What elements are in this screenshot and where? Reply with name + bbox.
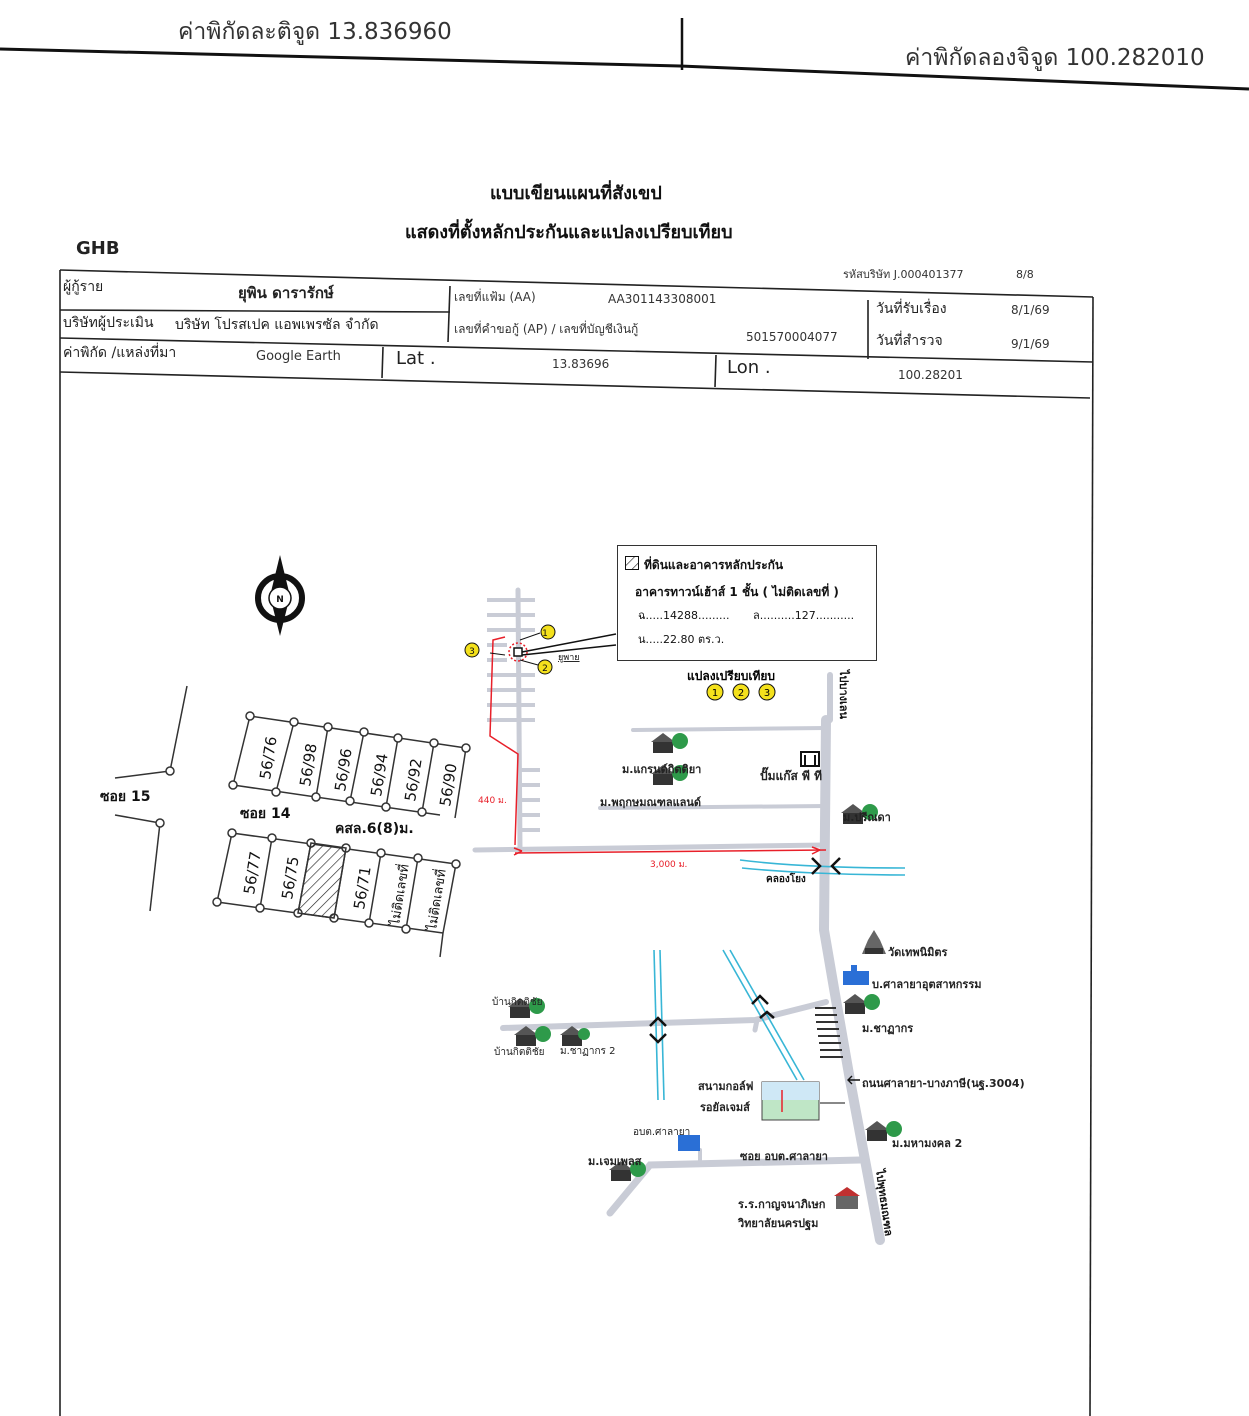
coord-source: Google Earth [256, 349, 341, 364]
ghb-logo: GHB [76, 238, 120, 259]
loan-number: 501570004077 [746, 330, 838, 344]
ksl-road-label: คสล.6(8)ม. [335, 821, 414, 837]
plot-56-92: 56/92 [401, 757, 426, 803]
north-label: N [276, 595, 284, 605]
plot-56-71: 56/71 [350, 865, 375, 911]
plot-56-98: 56/98 [296, 742, 321, 788]
golf-label-1: สนามกอล์ฟ [698, 1080, 754, 1093]
plot-56-94: 56/94 [367, 752, 392, 798]
received-date: 8/1/69 [1011, 303, 1050, 317]
survey-date: 9/1/69 [1011, 337, 1050, 351]
village-pruksa: ม.พฤกษมณฑลแลนด์ [600, 796, 702, 809]
lon-value: 100.28201 [898, 368, 963, 382]
lon-key: Lon . [727, 357, 771, 378]
to-banglen-label: ไปบางเลน [837, 668, 851, 720]
file-no-label: เลขที่แฟ้ม (AA) [454, 290, 536, 304]
village-grand-kittiya: ม.แกรนด์กิตติยา [622, 763, 702, 776]
salaya-bangphasi-road: ถนนศาลายา-บางภาษี(นฐ.3004) [862, 1077, 1025, 1090]
golf-label-2: รอยัลเจมส์ [700, 1101, 750, 1114]
north-arrow-icon: N [255, 555, 305, 636]
borrower-name: ยุพิน ดารารักษ์ [238, 284, 334, 302]
collateral-legend: ที่ดินและอาคารหลักประกัน อาคารทาวน์เฮ้าส… [617, 545, 877, 661]
site-label: ยูพาย [558, 653, 580, 663]
site-marker [513, 647, 523, 657]
marker-1: 1 [542, 629, 548, 639]
village-preecha: ม.ปรีณดา [843, 811, 891, 824]
marker-3: 3 [469, 647, 475, 657]
salaya-industrial: บ.ศาลายาอุตสาหกรรม [872, 978, 982, 991]
soi-obt-salaya: ซอย อบต.ศาลายา [740, 1150, 828, 1163]
title-line-2: แสดงที่ตั้งหลักประกันและแปลงเปรียบเทียบ [405, 222, 733, 243]
plot-56-77: 56/77 [240, 850, 265, 896]
plot-56-96: 56/96 [331, 747, 356, 793]
landmark-icons [508, 733, 902, 1209]
lat-value: 13.83696 [552, 357, 610, 371]
marker-2: 2 [542, 664, 548, 674]
soi-14-label: ซอย 14 [240, 806, 291, 822]
header-latitude: ค่าพิกัดละติจูด 13.836960 [178, 19, 452, 45]
legend-deed: ฉ.....14288......... [638, 609, 730, 622]
collateral-plot [297, 842, 347, 919]
plot-56-75: 56/75 [278, 855, 303, 901]
coord-source-label: ค่าพิกัด /แหล่งที่มา [63, 345, 177, 361]
received-label: วันที่รับเรื่อง [876, 301, 947, 317]
lat-key: Lat . [396, 348, 436, 369]
soi-15-label: ซอย 15 [100, 789, 150, 805]
legend-marker-2: 2 [738, 688, 744, 699]
comparables-label: แปลงเปรียบเทียบ [687, 669, 775, 683]
title-line-1: แบบเขียนแผนที่สังเขป [490, 183, 662, 204]
header-lines [0, 18, 1249, 91]
baan-kittichai-2: บ้านกิตติชัย [494, 1047, 545, 1058]
borrower-label: ผู้กู้ราย [63, 279, 104, 295]
school-label-2: วิทยาลัยนครปฐม [738, 1217, 819, 1230]
canal-label: คลองโยง [766, 872, 806, 885]
route-440-label: 440 ม. [478, 796, 507, 806]
header-longitude: ค่าพิกัดลองจิจูด 100.282010 [905, 45, 1205, 71]
company-code: รหัสบริษัท J.000401377 [843, 268, 964, 281]
survey-label: วันที่สำรวจ [876, 333, 943, 349]
legend-collateral: ที่ดินและอาคารหลักประกัน [644, 558, 784, 572]
appraiser-name: บริษัท โปรสเปค แอพเพรซัล จำกัด [175, 317, 379, 333]
legend-building: อาคารทาวน์เฮ้าส์ 1 ชั้น ( ไม่ติดเลขที่ ) [635, 585, 839, 599]
village-james-place: ม.เจมเพลส [588, 1155, 642, 1168]
page-number: 8/8 [1016, 268, 1034, 281]
appraiser-label: บริษัทผู้ประเมิน [63, 315, 154, 331]
baan-kittichai-1: บ้านกิตติชัย [492, 997, 543, 1008]
legend-marker-1: 1 [712, 688, 718, 699]
plot-56-76: 56/76 [256, 735, 281, 781]
legend-land-no: ล..........127........... [753, 609, 855, 622]
school-label-1: ร.ร.กาญจนาภิเษก [738, 1198, 826, 1211]
comparable-markers-site [464, 624, 556, 675]
loan-label: เลขที่คำขอกู้ (AP) / เลขที่บัญชีเงินกู้ [454, 322, 639, 336]
legend-marker-3: 3 [764, 688, 770, 699]
route-3000-label: 3,000 ม. [650, 860, 687, 870]
main-road [472, 587, 885, 1245]
obt-salaya: อบต.ศาลายา [633, 1127, 691, 1138]
wat-thep-nimit: วัดเทพนิมิตร [888, 946, 948, 959]
village-chayakorn: ม.ชาฏากร [862, 1022, 914, 1035]
file-no: AA301143308001 [608, 292, 717, 306]
gas-station-label: ปั๊มแก๊ส พี ที [760, 769, 823, 783]
village-mahamongkol: ม.มหามงคล 2 [892, 1137, 963, 1150]
legend-area: น.....22.80 ตร.ว. [638, 633, 725, 646]
village-chayakorn-2: ม.ชาฏากร 2 [560, 1046, 616, 1057]
hatch-swatch-icon [625, 556, 639, 570]
